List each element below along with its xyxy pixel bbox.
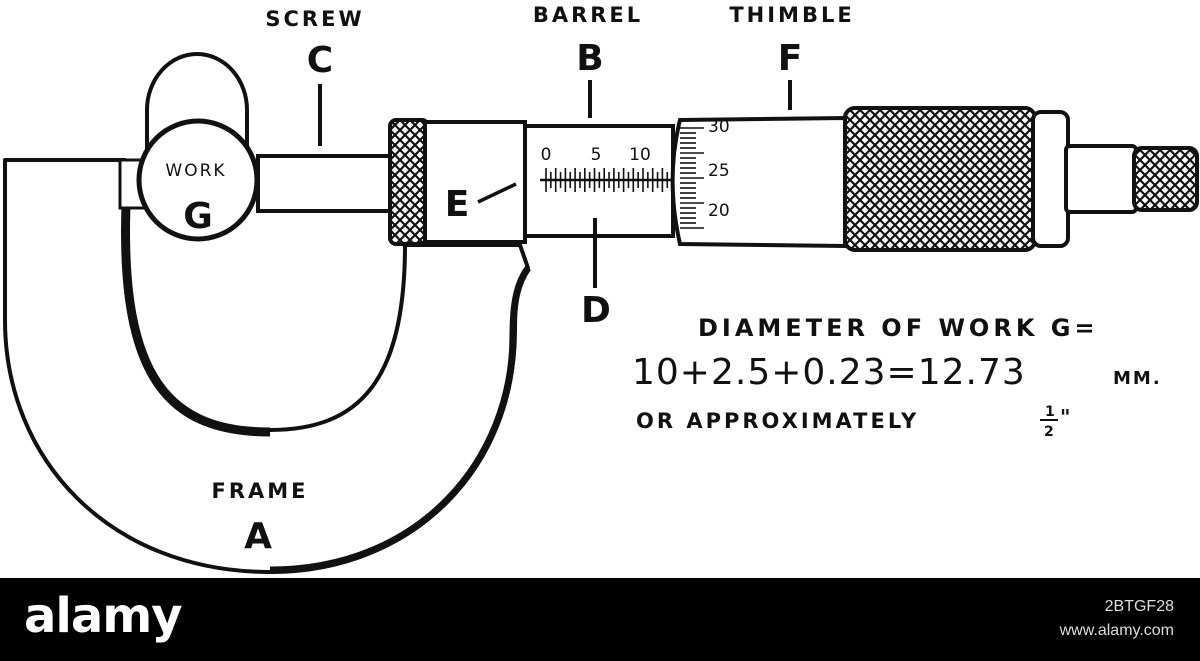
note-line-3: OR APPROXIMATELY [636, 409, 919, 433]
screw-spindle [256, 154, 395, 213]
thimble-knurl [843, 106, 1037, 252]
note-fraction-num: 1 [1045, 404, 1055, 420]
label-f: F [778, 38, 803, 79]
end-cap [1031, 110, 1070, 248]
image-id: 2BTGF28 [1104, 598, 1174, 615]
lock-ring [388, 118, 430, 246]
note-line-2: 10+2.5+0.23=12.73 [632, 352, 1026, 393]
label-screw: SCREW [265, 7, 364, 31]
note-fraction-den: 2 [1044, 424, 1054, 440]
ratchet-stem [1064, 144, 1138, 214]
label-frame: FRAME [211, 479, 308, 503]
label-thimble: THIMBLE [729, 3, 854, 27]
ratchet-knob [1132, 146, 1199, 212]
micrometer-diagram: SCREW C BARREL B THIMBLE F WORK G E D FR… [3, 3, 1199, 574]
label-barrel: BARREL [533, 3, 643, 27]
label-e: E [445, 184, 470, 225]
note-fraction-mark: " [1060, 405, 1070, 429]
label-d: D [581, 290, 611, 331]
label-a: A [244, 516, 272, 557]
label-g: G [183, 196, 213, 237]
frame-inner-edge [121, 204, 271, 437]
frame-outer-shadow [269, 265, 531, 574]
label-c: C [307, 40, 333, 81]
alamy-logo: alamy [24, 588, 183, 644]
note-line-2-unit: MM. [1113, 368, 1162, 389]
thimble-number-25: 25 [708, 161, 730, 181]
barrel-number-5: 5 [591, 145, 602, 165]
label-work: WORK [165, 161, 226, 181]
thimble-number-20: 20 [708, 201, 730, 221]
note-line-1: DIAMETER OF WORK G= [698, 314, 1099, 342]
sleeve [423, 120, 527, 244]
barrel-number-10: 10 [629, 145, 651, 165]
stock-footer-bar: alamy 2BTGF28 www.alamy.com [0, 578, 1200, 661]
leader-e [477, 182, 517, 204]
label-b: B [576, 38, 603, 79]
site-url: www.alamy.com [1059, 622, 1174, 639]
thimble [670, 115, 847, 249]
thimble-number-30: 30 [708, 117, 730, 137]
barrel-number-0: 0 [541, 145, 552, 165]
thimble-graduations [680, 127, 704, 229]
